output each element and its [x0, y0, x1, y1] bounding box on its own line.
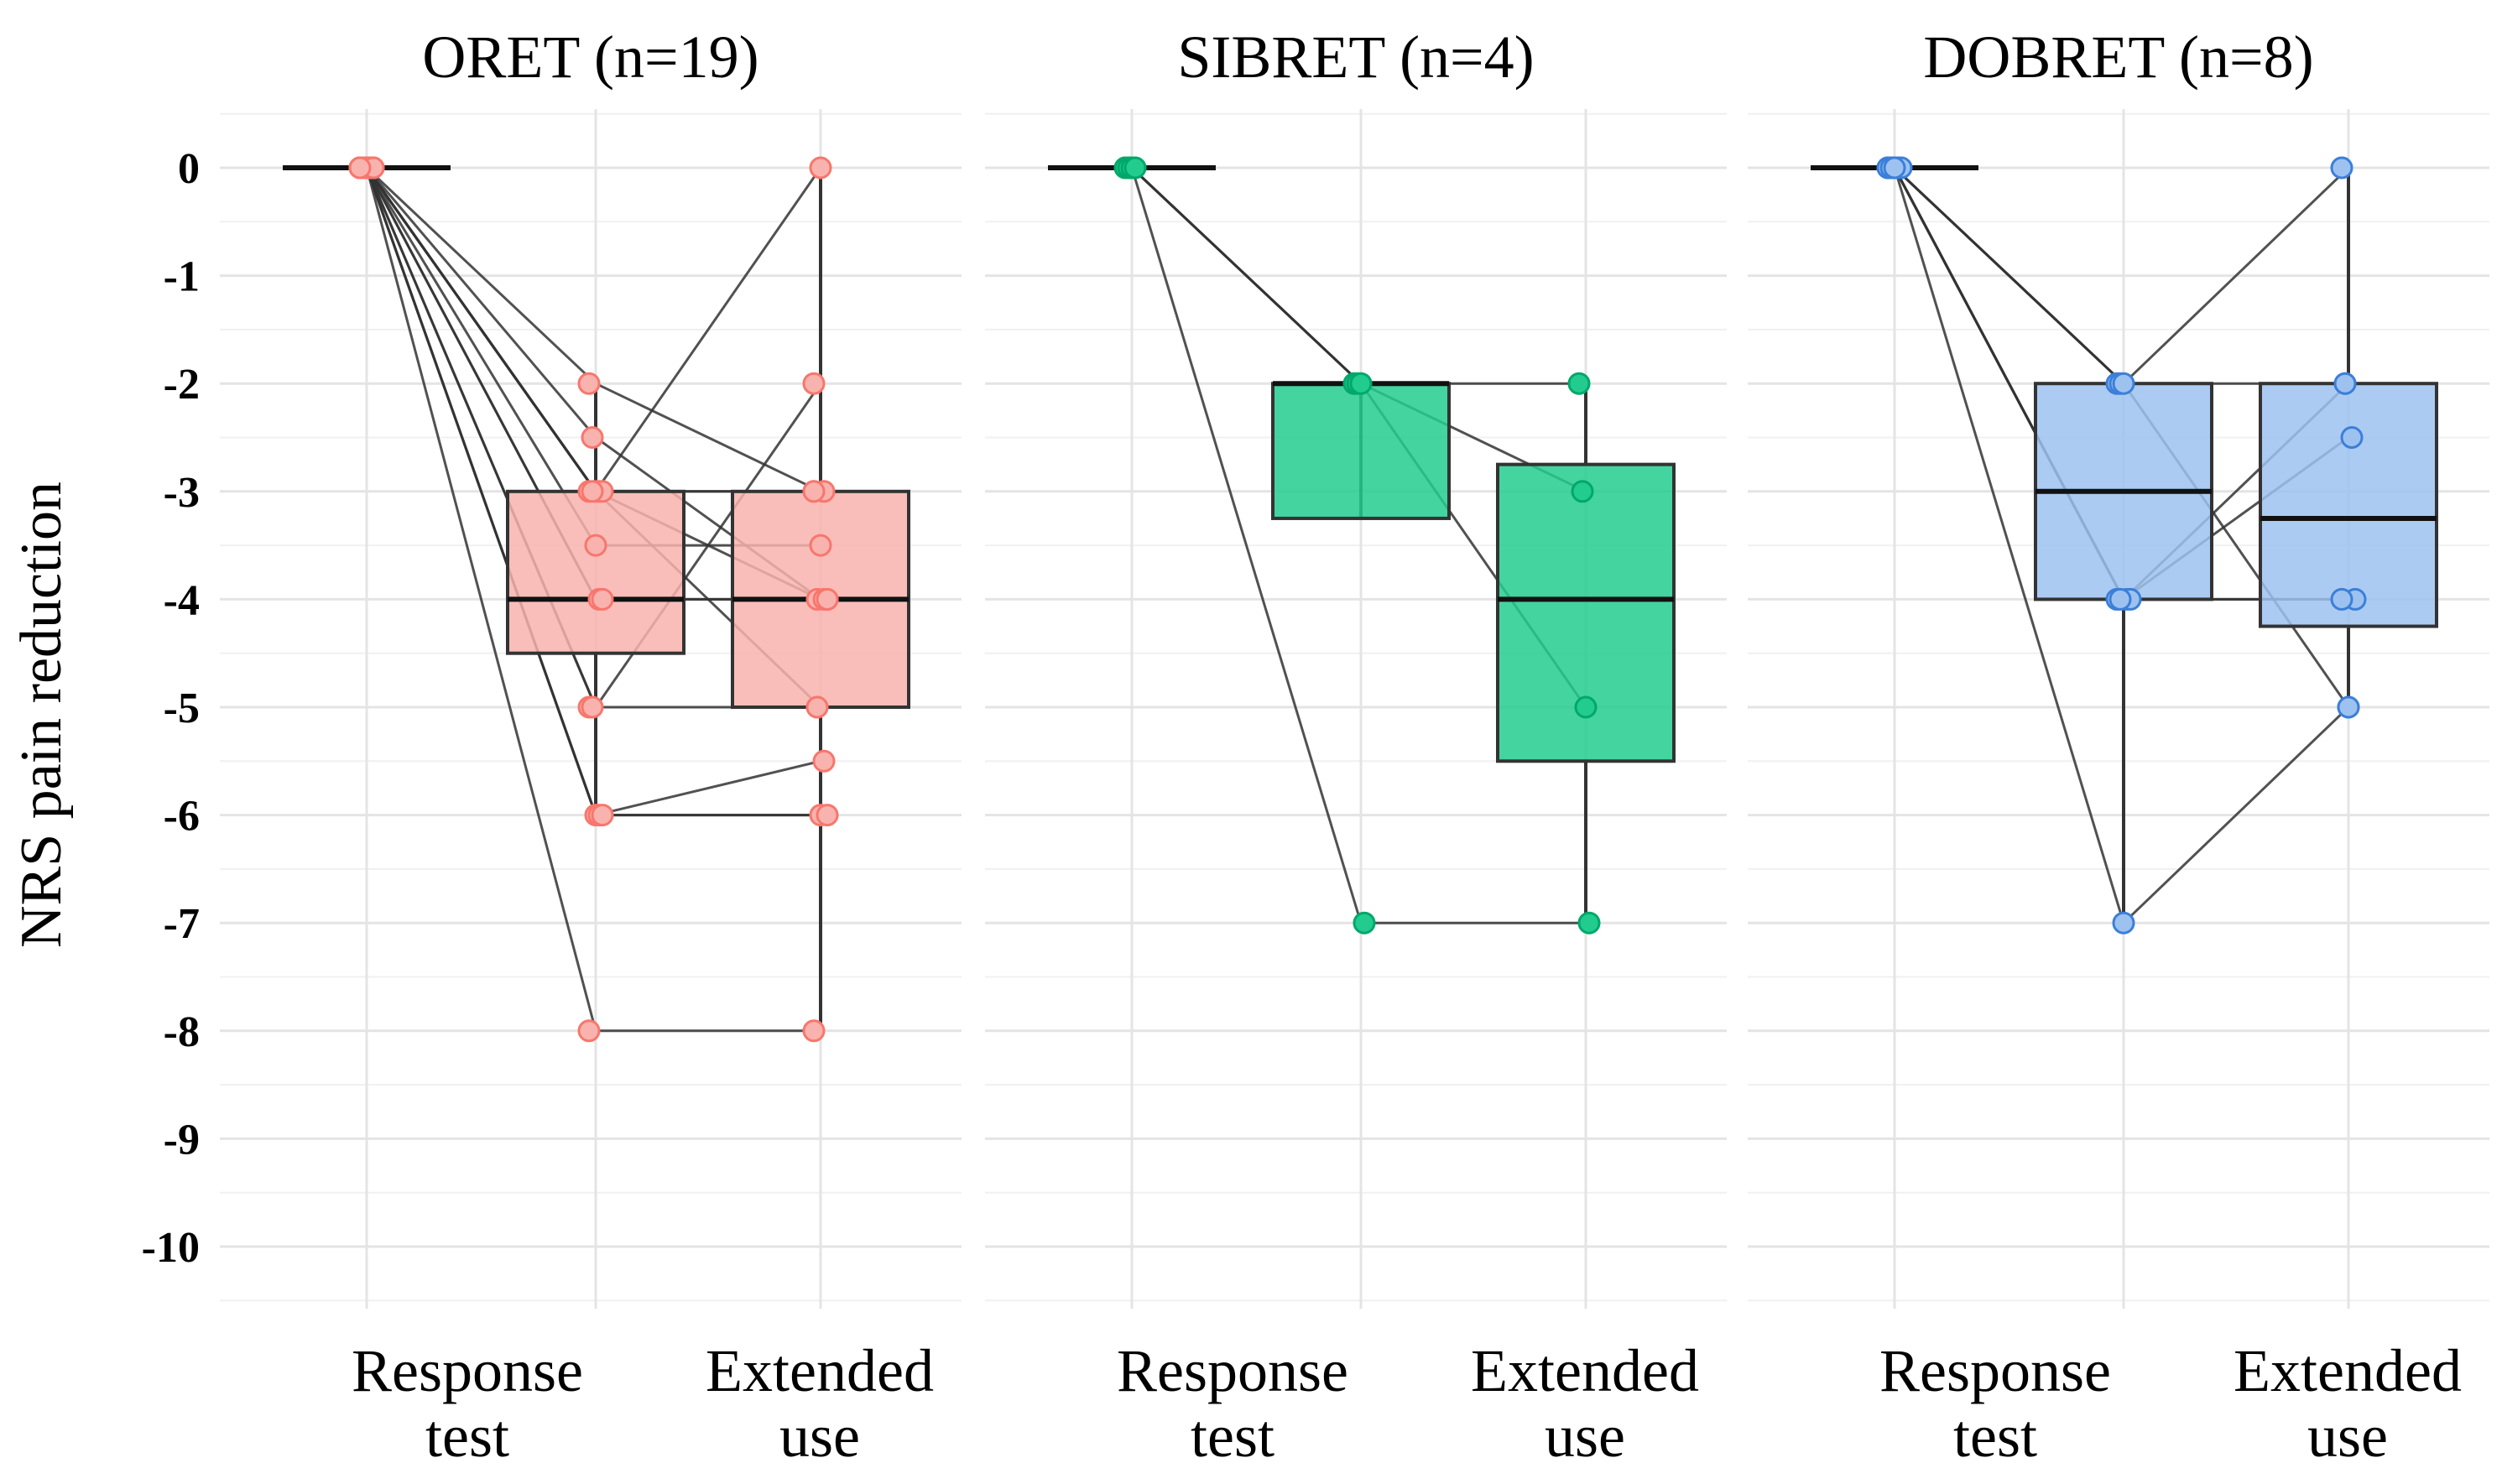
point-extended-use — [805, 695, 829, 719]
point-extended-use — [2337, 695, 2360, 719]
y-tick-label: 0 — [178, 145, 200, 193]
point-response-test — [2112, 372, 2135, 395]
patient-line-baseline-to-response — [365, 167, 597, 816]
x-category-label-line: use — [1545, 1403, 1625, 1470]
point-extended-use — [2330, 156, 2353, 180]
point-baseline — [1883, 156, 1906, 180]
point-baseline — [348, 156, 372, 180]
points — [1876, 156, 2367, 935]
patient-line-baseline-to-response — [1893, 166, 2125, 385]
point-response-test — [2112, 911, 2135, 935]
panel-title: DOBRET (n=8) — [1923, 23, 2313, 91]
point-extended-use — [809, 156, 832, 180]
point-response-test — [1349, 372, 1373, 395]
x-category-label-line: use — [2307, 1403, 2388, 1470]
point-response-test — [591, 587, 614, 611]
x-category-label-line: Extended — [706, 1337, 934, 1404]
point-response-test — [1353, 911, 1376, 935]
point-extended-use — [802, 372, 826, 395]
x-category-label-line: test — [1191, 1403, 1274, 1470]
point-extended-use — [2330, 587, 2353, 611]
x-category-label-line: test — [1953, 1403, 2037, 1470]
point-response-test — [577, 372, 601, 395]
x-category-label-line: use — [779, 1403, 860, 1470]
x-category-label-line: Response — [1117, 1337, 1348, 1404]
patient-line-baseline-to-response — [365, 166, 597, 385]
patient-line-response-to-extended — [2122, 166, 2350, 385]
panel-title: SIBRET (n=4) — [1177, 23, 1534, 91]
box-iqr — [1271, 382, 1451, 520]
box-iqr — [2259, 382, 2438, 628]
point-response-test — [584, 534, 607, 557]
patient-line-baseline-to-response — [365, 167, 597, 439]
box-extended-use — [1496, 383, 1676, 924]
patient-line-baseline-to-response — [1893, 167, 2125, 924]
point-extended-use — [802, 480, 826, 503]
point-baseline — [1123, 156, 1147, 180]
point-extended-use — [816, 804, 839, 827]
point-extended-use — [812, 749, 836, 773]
patient-line-response-to-extended — [2122, 706, 2350, 924]
point-extended-use — [1567, 372, 1591, 395]
patient-line-baseline-to-response — [365, 167, 597, 492]
y-axis-title: NRS pain reduction — [9, 482, 74, 948]
points — [348, 156, 839, 1043]
point-extended-use — [816, 587, 839, 611]
x-category-label-line: Extended — [1471, 1337, 1699, 1404]
y-tick-label: -4 — [164, 576, 200, 624]
points — [1113, 156, 1601, 935]
box-extended-use — [2259, 168, 2438, 707]
patient-line-baseline-to-response — [365, 167, 597, 546]
point-extended-use — [802, 1019, 826, 1043]
point-extended-use — [1574, 695, 1598, 719]
y-tick-label: -8 — [164, 1008, 200, 1056]
y-tick-label: -9 — [164, 1116, 200, 1164]
y-tick-label: -2 — [164, 361, 200, 409]
x-category-label-line: Response — [1879, 1337, 2111, 1404]
y-tick-label: -6 — [164, 793, 200, 841]
box-iqr — [1496, 462, 1676, 763]
point-extended-use — [2340, 426, 2364, 449]
point-response-test — [591, 804, 614, 827]
point-response-test — [581, 480, 604, 503]
point-extended-use — [1571, 480, 1594, 503]
y-tick-label: -7 — [164, 900, 200, 948]
x-category-label-line: test — [425, 1403, 509, 1470]
point-response-test — [2108, 587, 2132, 611]
point-extended-use — [2333, 372, 2357, 395]
point-response-test — [581, 426, 604, 449]
patient-line-baseline-to-response — [365, 167, 597, 1032]
panel-title: ORET (n=19) — [422, 23, 758, 91]
patient-line-response-to-extended — [595, 382, 821, 493]
x-category-label-line: Response — [352, 1337, 583, 1404]
point-response-test — [577, 1019, 601, 1043]
point-response-test — [581, 695, 604, 719]
box-iqr — [506, 489, 685, 655]
y-tick-label: -5 — [164, 685, 200, 732]
patient-line-response-to-extended — [595, 759, 821, 817]
x-category-label-line: Extended — [2234, 1337, 2462, 1404]
box-response-test — [1271, 381, 1451, 520]
patient-line-response-to-extended — [594, 167, 822, 492]
point-extended-use — [1577, 911, 1601, 935]
y-tick-label: -1 — [164, 253, 200, 301]
patient-line-baseline-to-response — [1130, 166, 1363, 385]
y-tick-label: -10 — [142, 1224, 200, 1272]
point-extended-use — [809, 534, 832, 557]
patient-line-baseline-to-response — [1130, 167, 1363, 924]
y-tick-label: -3 — [164, 469, 200, 517]
